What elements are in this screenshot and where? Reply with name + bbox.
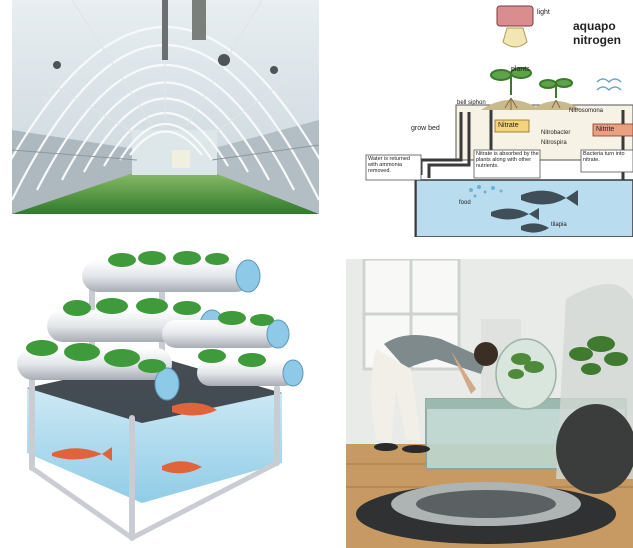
indoor-aquaponics-photo xyxy=(346,259,633,548)
greenhouse-photo xyxy=(12,0,319,214)
nitrobacter-label: Nitrobacter xyxy=(541,130,571,136)
food-label: food xyxy=(459,200,471,206)
diagram-title-line2: nitrogen xyxy=(573,33,621,47)
nitrosomonas-label: Nitrosomona xyxy=(569,108,604,114)
nitrate-box-label: Nitrate xyxy=(498,122,519,129)
pvc-aquaponics-rendering xyxy=(12,248,312,548)
light-label: light xyxy=(537,9,550,16)
diagram-title-line1: aquapo xyxy=(573,19,616,33)
plants-label: plants xyxy=(511,66,530,73)
nitrite-box-label: Nitrite xyxy=(596,126,615,133)
nitrospira-label: Nitrospira xyxy=(541,140,567,146)
tilapia-label: tilapia xyxy=(551,222,567,228)
bacteria-note: Bacteria turn into nitrate. xyxy=(583,151,625,163)
grow-bed-label: grow bed xyxy=(411,125,440,132)
nitrate-absorbed-note: Nitrate is absorbed by the plants along … xyxy=(476,151,539,169)
bell-siphon-label: bell siphon xyxy=(457,100,486,106)
water-returned-note: Water is returned with ammonia removed. xyxy=(368,156,410,174)
nitrogen-cycle-diagram: aquapo nitrogen light plants grow bed be… xyxy=(361,0,633,237)
